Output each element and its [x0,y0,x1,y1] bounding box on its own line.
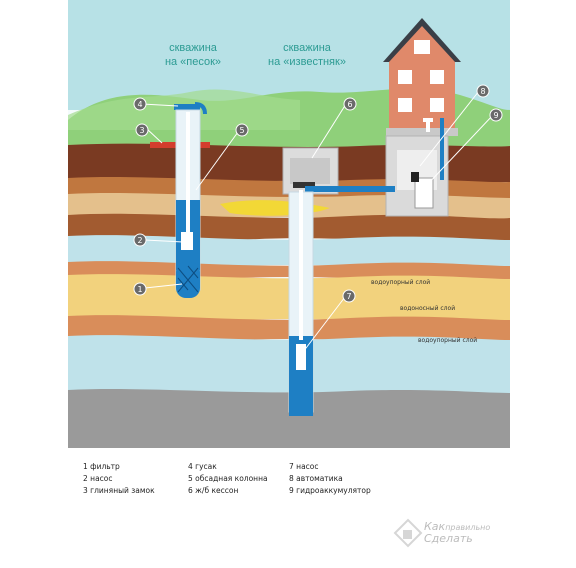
watermark-line1b: правильно [445,523,491,532]
svg-text:1: 1 [137,285,142,294]
legend-item-9: 9 гидроаккумулятор [289,486,371,495]
marker-3: 3 [135,123,149,137]
watermark-text: Какправильно Сделать [424,521,490,544]
svg-text:6: 6 [347,100,352,109]
heading-limestone-well: скважина на «известняк» [262,41,352,69]
legend-item-1: 1 фильтр [83,462,120,471]
marker-5: 5 [235,123,249,137]
marker-6: 6 [343,97,357,111]
legend-background [68,448,510,563]
bedrock-layer [68,389,510,448]
legend-item-2: 2 насос [83,474,113,483]
heading-limestone-line2: на «известняк» [268,56,346,68]
heading-limestone-line1: скважина [283,42,331,54]
legend-item-6: 6 ж/б кессон [188,486,239,495]
marker-7: 7 [342,289,356,303]
legend-item-5: 5 обсадная колонна [188,474,268,483]
house [383,18,461,217]
label-aquitard-bottom: водоупорный слой [418,337,478,344]
svg-text:2: 2 [137,236,142,245]
svg-text:7: 7 [346,292,351,301]
svg-text:9: 9 [493,111,498,120]
marker-4: 4 [133,97,147,111]
legend-item-7: 7 насос [289,462,319,471]
leader-lines [141,90,494,353]
svg-text:8: 8 [480,87,485,96]
limestone-well [282,147,395,416]
svg-text:5: 5 [239,126,244,135]
marker-9: 9 [489,108,503,122]
legend-item-4: 4 гусак [188,462,217,471]
marker-2: 2 [133,233,147,247]
heading-sand-line1: скважина [169,42,217,54]
markers: 4 3 5 2 1 6 7 8 9 [133,84,503,303]
watermark-line2: Сделать [424,532,473,545]
heading-sand-well: скважина на «песок» [148,41,238,69]
marker-1: 1 [133,282,147,296]
legend-item-8: 8 автоматика [289,474,343,483]
label-aquifer: водоносный слой [400,305,456,312]
svg-text:4: 4 [137,100,142,109]
svg-text:3: 3 [139,126,144,135]
sand-well [150,102,210,298]
heading-sand-line2: на «песок» [164,56,222,68]
legend-item-3: 3 глиняный замок [83,486,155,495]
marker-8: 8 [476,84,490,98]
watermark-logo-icon [393,518,423,548]
label-aquitard-top: водоупорный слой [371,279,431,286]
watermark-line1: Как [424,520,446,533]
